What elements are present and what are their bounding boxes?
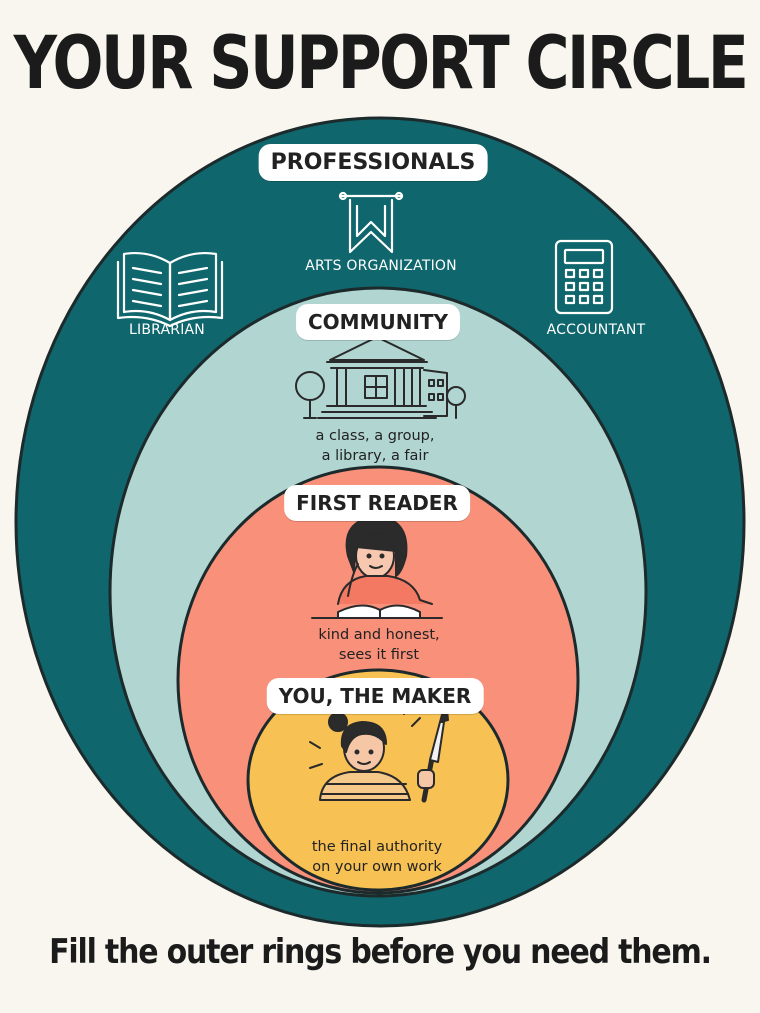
arts-organization-label: ARTS ORGANIZATION xyxy=(305,258,457,274)
first-reader-label: FIRST READER xyxy=(284,485,470,521)
maker-desc-line1: the final authority xyxy=(311,839,443,855)
community-description: a class, a group, a library, a fair xyxy=(316,427,435,466)
maker-desc-line2: on your own work xyxy=(312,858,442,875)
page-title: YOUR SUPPORT CIRCLE xyxy=(13,20,749,107)
accountant-label: ACCOUNTANT xyxy=(546,322,646,338)
community-desc-line2: a library, a fair xyxy=(321,447,429,464)
professionals-label: PROFESSIONALS xyxy=(258,144,488,181)
maker-description: the final authority on your own work xyxy=(312,838,442,877)
community-desc-line1: a class, a group, xyxy=(315,428,435,444)
calculator-icon xyxy=(554,239,614,315)
banner-icon xyxy=(338,191,404,254)
community-label: COMMUNITY xyxy=(295,304,461,340)
maker-icon xyxy=(309,699,449,803)
open-book-icon xyxy=(116,251,224,328)
first-reader-desc-line2: sees it first xyxy=(338,646,420,663)
building-icon xyxy=(295,336,466,419)
first-reader-desc-line1: kind and honest, xyxy=(318,627,440,643)
first-reader-description: kind and honest, sees it first xyxy=(318,626,439,665)
maker-label: YOU, THE MAKER xyxy=(266,678,484,714)
footer-tagline: Fill the outer rings before you need the… xyxy=(49,933,712,973)
librarian-label: LIBRARIAN xyxy=(129,322,205,338)
